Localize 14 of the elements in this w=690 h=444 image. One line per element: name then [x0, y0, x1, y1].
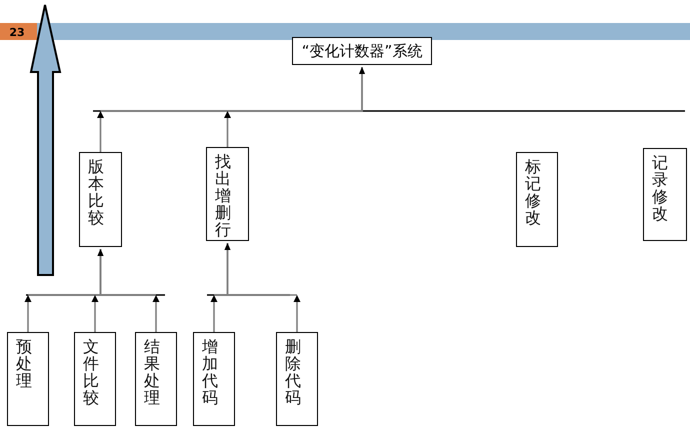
process-box: 删除代码	[276, 332, 318, 426]
process-box: 预处理	[7, 332, 49, 426]
process-box: 增加代码	[193, 332, 235, 426]
process-box: “变化计数器”系统	[292, 37, 432, 65]
process-box: 找出增删行	[206, 147, 249, 241]
process-box: 记录修改	[643, 148, 687, 241]
page-number-badge: 23	[0, 23, 37, 40]
process-box: 标记修改	[516, 152, 558, 247]
arrow	[224, 242, 300, 333]
process-box: 结果处理	[135, 332, 177, 426]
process-box: 文件比较	[74, 332, 116, 426]
arrow	[224, 66, 365, 148]
process-box: 版本比较	[79, 152, 122, 247]
arrow	[98, 248, 160, 333]
